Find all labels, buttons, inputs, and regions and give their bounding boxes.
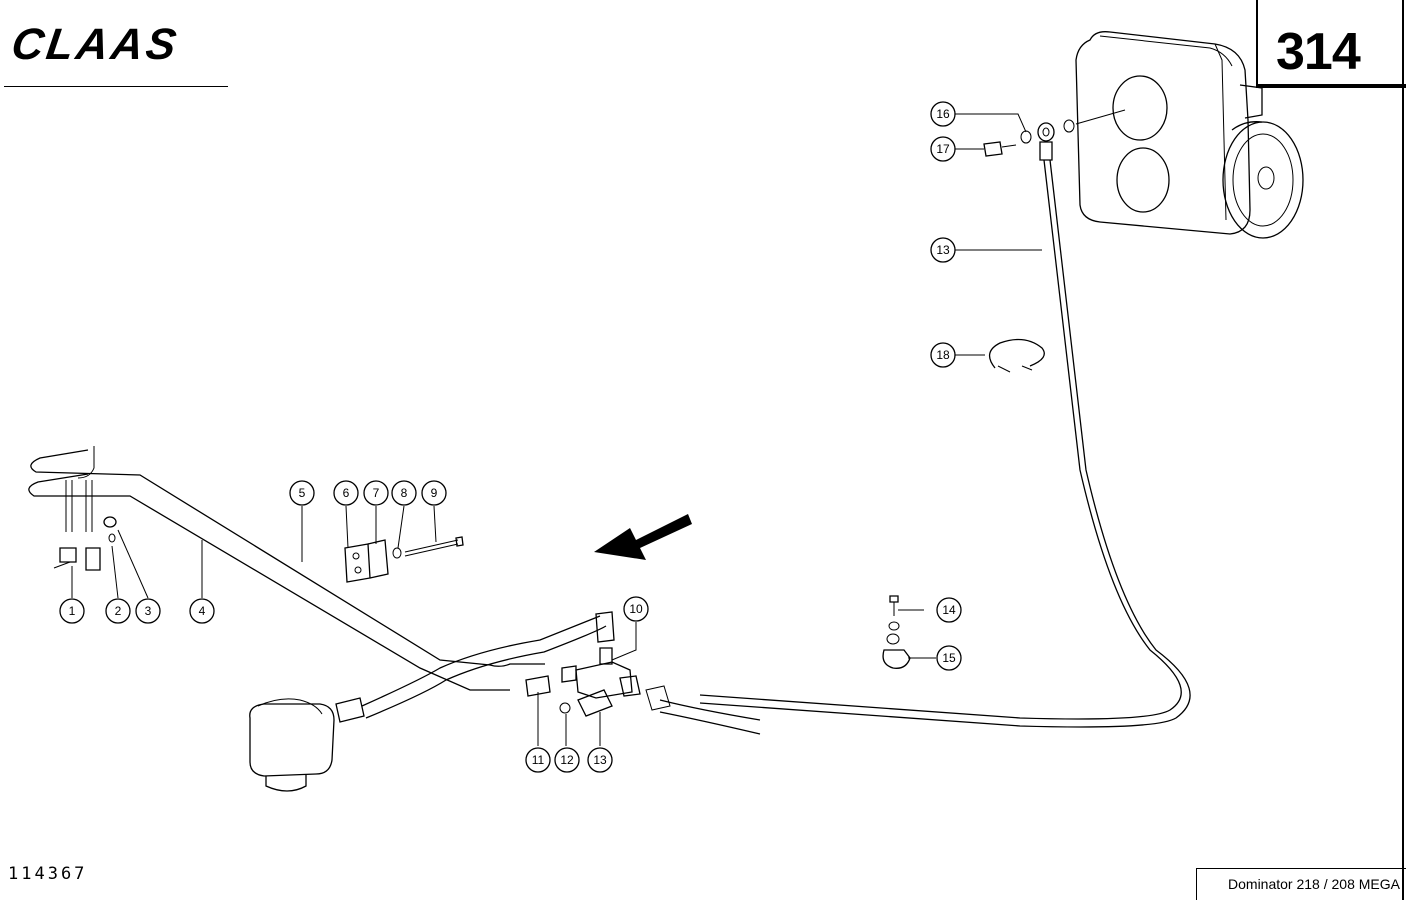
callout-7: 7 bbox=[363, 480, 389, 506]
svg-text:13: 13 bbox=[936, 243, 950, 257]
logo-underline bbox=[4, 86, 228, 87]
svg-text:4: 4 bbox=[199, 604, 206, 618]
svg-text:17: 17 bbox=[936, 142, 950, 156]
header-rule bbox=[1256, 86, 1406, 88]
callout-17: 17 bbox=[930, 136, 956, 162]
svg-text:13: 13 bbox=[593, 753, 607, 767]
callout-18: 18 bbox=[930, 342, 956, 368]
clamp-bolt-drawing bbox=[882, 595, 911, 669]
direction-arrow-icon bbox=[594, 514, 692, 560]
callout-13-upper: 13 bbox=[930, 237, 956, 263]
callout-1: 1 bbox=[59, 598, 85, 624]
svg-text:7: 7 bbox=[373, 486, 380, 500]
callout-15: 15 bbox=[936, 645, 962, 671]
svg-text:18: 18 bbox=[936, 348, 950, 362]
svg-text:11: 11 bbox=[532, 753, 545, 767]
callout-5: 5 bbox=[289, 480, 315, 506]
svg-text:15: 15 bbox=[942, 651, 956, 665]
svg-text:16: 16 bbox=[936, 107, 950, 121]
callout-10: 10 bbox=[623, 596, 649, 622]
engine-block-drawing bbox=[1075, 31, 1304, 239]
callout-13-lower: 13 bbox=[587, 747, 613, 773]
callout-8: 8 bbox=[391, 480, 417, 506]
callout-16: 16 bbox=[930, 101, 956, 127]
svg-text:10: 10 bbox=[629, 602, 643, 616]
callout-6: 6 bbox=[333, 480, 359, 506]
svg-text:3: 3 bbox=[145, 604, 152, 618]
svg-text:5: 5 bbox=[299, 486, 306, 500]
callout-9: 9 bbox=[421, 480, 447, 506]
pipe-clamp-drawing bbox=[344, 536, 464, 583]
callout-12: 12 bbox=[554, 747, 580, 773]
drawing-number: 114367 bbox=[8, 864, 88, 884]
leader-lines bbox=[71, 113, 1042, 746]
page-number: 314 bbox=[1276, 23, 1361, 81]
svg-text:6: 6 bbox=[343, 486, 350, 500]
banjo-fitting-drawing bbox=[983, 109, 1126, 161]
svg-text:1: 1 bbox=[69, 604, 76, 618]
brake-cylinder-drawing bbox=[249, 611, 615, 792]
model-name: Dominator 218 / 208 MEGA bbox=[1228, 876, 1400, 892]
svg-text:12: 12 bbox=[560, 753, 574, 767]
svg-text:9: 9 bbox=[431, 486, 438, 500]
callout-14: 14 bbox=[936, 597, 962, 623]
callout-11: 11 bbox=[525, 747, 551, 773]
hose-13-drawing bbox=[659, 159, 1191, 735]
right-border bbox=[1402, 0, 1404, 900]
footer-box bbox=[1196, 868, 1406, 900]
callout-4: 4 bbox=[189, 598, 215, 624]
brake-lines-drawing bbox=[28, 446, 545, 691]
valve-block-drawing bbox=[525, 647, 671, 717]
page-frame-top-right bbox=[1256, 0, 1406, 86]
svg-text:14: 14 bbox=[942, 603, 956, 617]
hose-clamp-drawing bbox=[988, 338, 1045, 373]
svg-text:2: 2 bbox=[115, 604, 122, 618]
callout-3: 3 bbox=[135, 598, 161, 624]
callout-2: 2 bbox=[105, 598, 131, 624]
svg-text:8: 8 bbox=[401, 486, 408, 500]
